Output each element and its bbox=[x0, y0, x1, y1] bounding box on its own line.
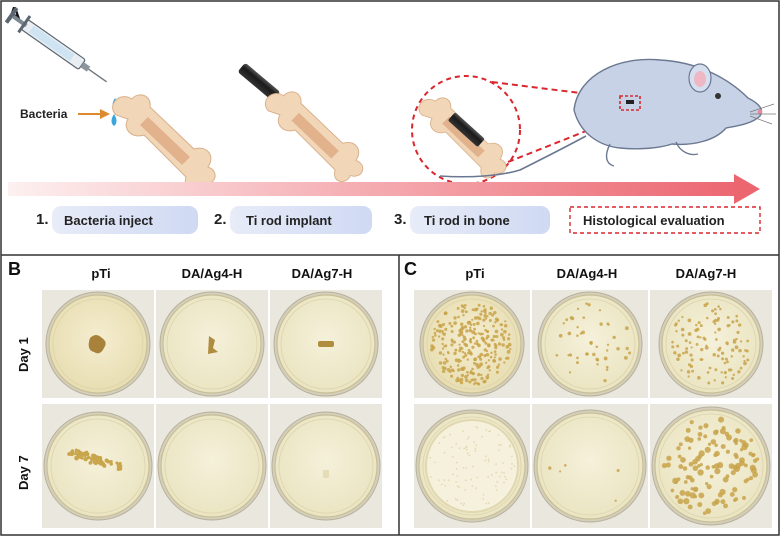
step-1-pill bbox=[52, 206, 198, 234]
timeline-arrow bbox=[8, 174, 760, 204]
step-3-pill bbox=[410, 206, 550, 234]
final-step-box bbox=[569, 206, 761, 234]
step-2-pill bbox=[230, 206, 372, 234]
panel-b-row-2: Day 7 bbox=[16, 455, 31, 490]
panel-c-letter: C bbox=[404, 259, 417, 279]
bone-2-illustration bbox=[264, 91, 364, 183]
step-1: 1. Bacteria inject bbox=[36, 206, 198, 234]
petri-dish bbox=[650, 404, 772, 528]
step-3-number: 3. bbox=[394, 211, 407, 228]
petri-dish bbox=[156, 290, 268, 398]
bacteria-label: Bacteria bbox=[20, 107, 68, 121]
ti-rod-in-bone bbox=[448, 112, 485, 147]
petri-dish bbox=[270, 290, 382, 398]
step-3: 3. Ti rod in bone bbox=[394, 206, 550, 234]
zoom-line-top bbox=[491, 81, 621, 99]
petri-dish bbox=[532, 404, 648, 528]
syringe-illustration bbox=[4, 6, 107, 83]
step-2-number: 2. bbox=[214, 211, 227, 228]
petri-dish bbox=[156, 404, 268, 528]
step-2: 2. Ti rod implant bbox=[214, 206, 372, 234]
petri-dish-grid bbox=[42, 290, 772, 528]
bacteria-arrowhead bbox=[100, 109, 110, 119]
step-1-label: Bacteria inject bbox=[64, 213, 154, 228]
panel-b-col-3: DA/Ag7-H bbox=[292, 266, 353, 281]
panel-c-col-3: DA/Ag7-H bbox=[676, 266, 737, 281]
panel-c-col-1: pTi bbox=[465, 266, 484, 281]
step-3-label: Ti rod in bone bbox=[424, 213, 510, 228]
petri-dish bbox=[414, 404, 530, 528]
petri-dish bbox=[42, 404, 154, 528]
panel-b-col-1: pTi bbox=[91, 266, 110, 281]
panel-b-letter: B bbox=[8, 259, 21, 279]
mouse-illustration bbox=[439, 58, 776, 178]
panel-b-col-2: DA/Ag4-H bbox=[182, 266, 243, 281]
final-step-label: Histological evaluation bbox=[583, 213, 725, 228]
petri-dish bbox=[42, 290, 154, 398]
ti-rod-illustration bbox=[238, 63, 280, 101]
petri-dish bbox=[532, 290, 648, 398]
panel-b-row-1: Day 1 bbox=[16, 337, 31, 372]
petri-dish bbox=[650, 290, 772, 398]
step-final: Histological evaluation bbox=[569, 206, 761, 234]
petri-dish bbox=[414, 290, 530, 398]
step-1-number: 1. bbox=[36, 211, 49, 228]
panel-c-col-2: DA/Ag4-H bbox=[557, 266, 618, 281]
step-2-label: Ti rod implant bbox=[246, 213, 332, 228]
petri-dish bbox=[270, 404, 382, 528]
bone-1-illustration bbox=[112, 94, 216, 190]
